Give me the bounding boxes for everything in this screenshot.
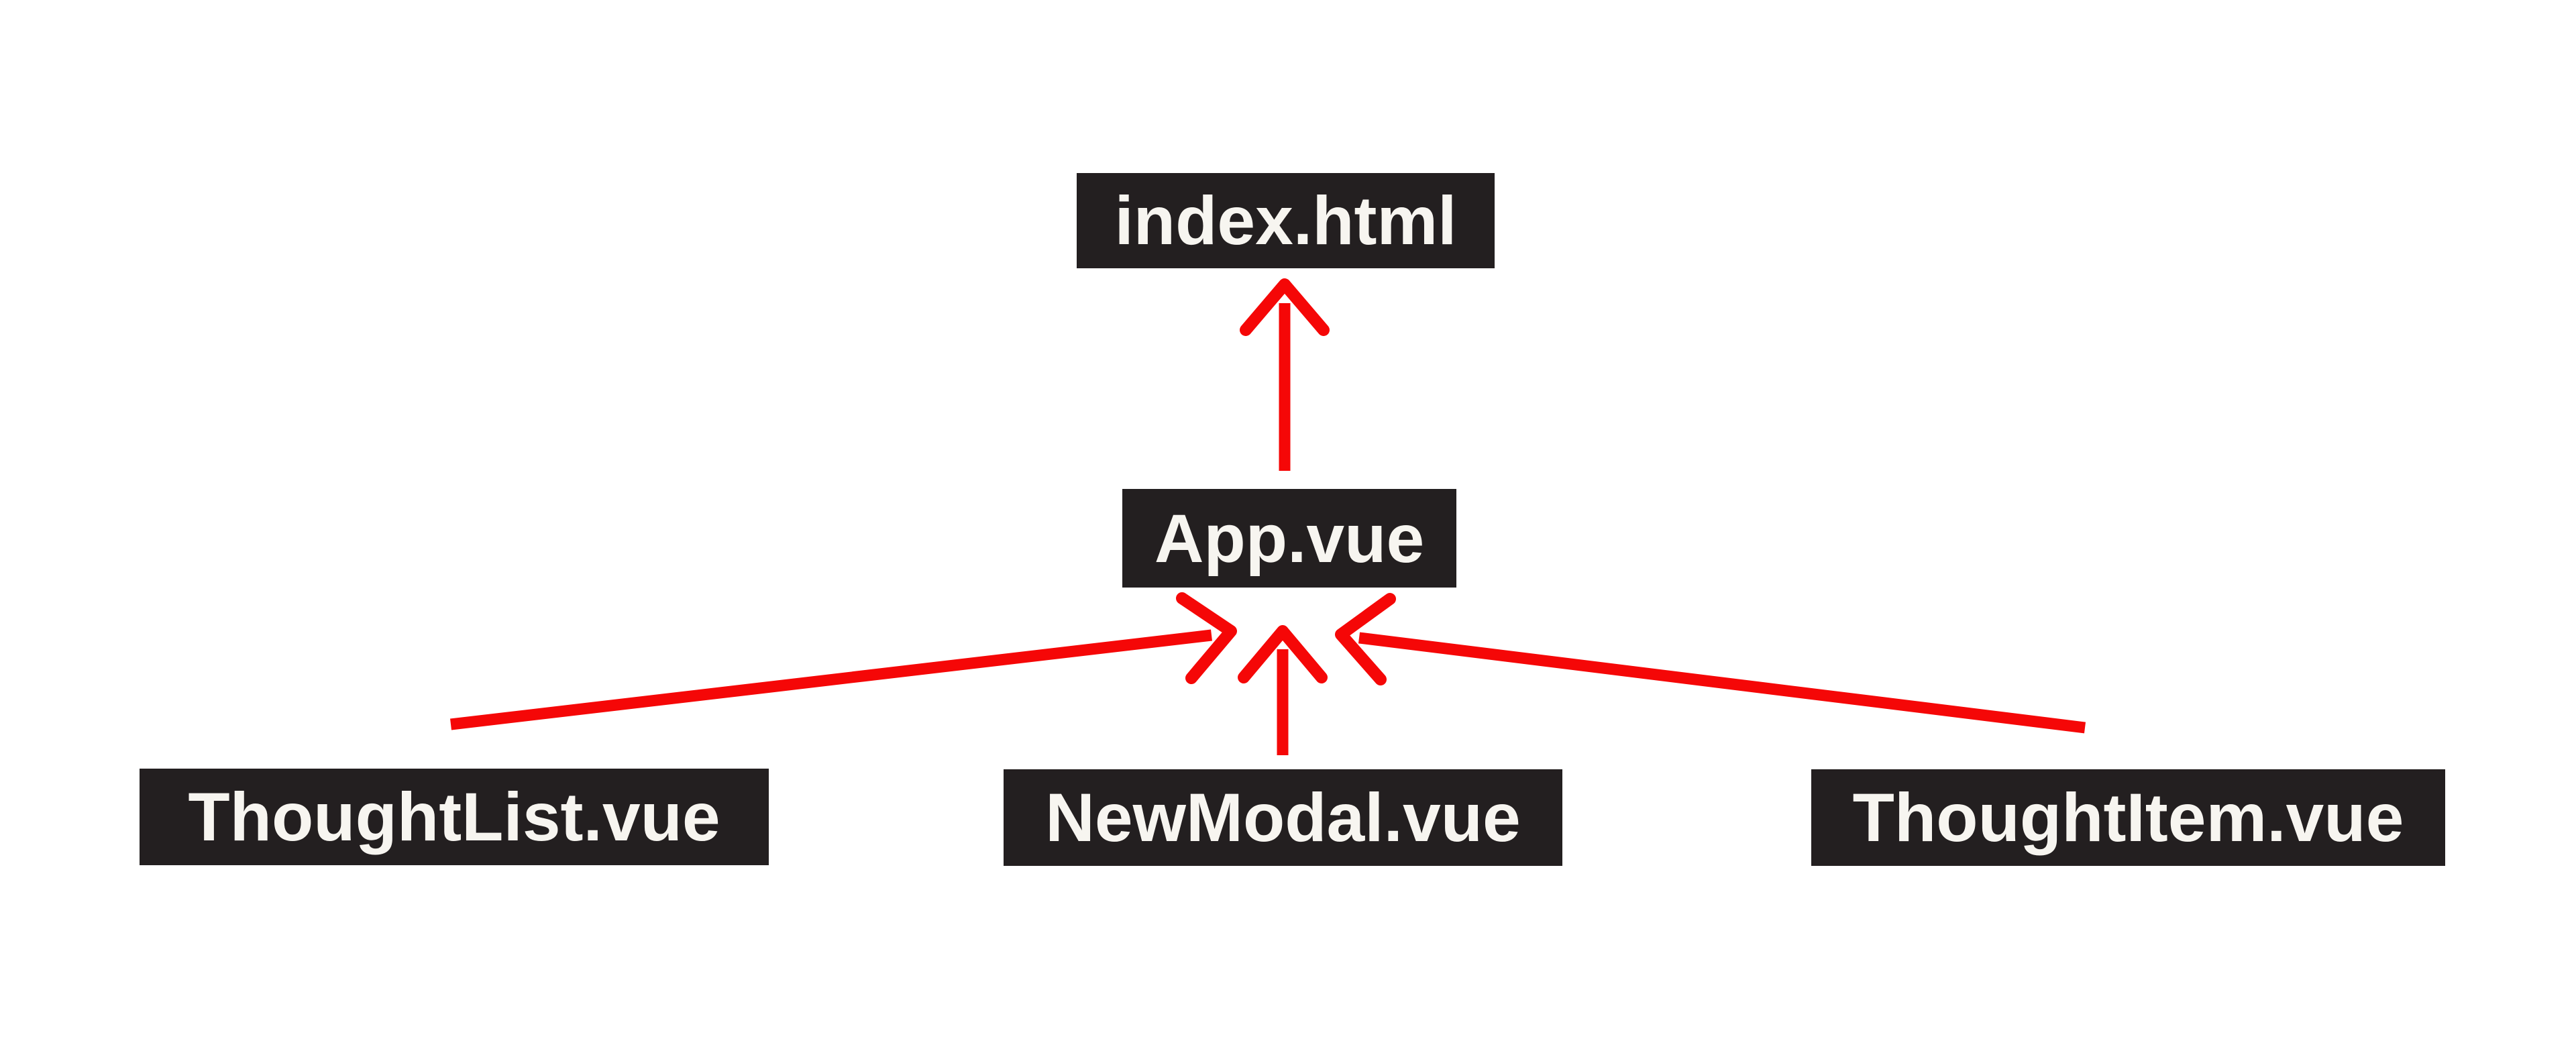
arrow-newmodal-to-app [1238,625,1328,755]
node-label: index.html [1114,182,1457,259]
node-thoughtitem-vue: ThoughtItem.vue [1811,769,2445,866]
node-index-html: index.html [1077,173,1495,268]
arrow-head [1176,592,1237,684]
arrow-thoughtlist-to-app [450,592,1237,730]
node-app-vue: App.vue [1122,489,1456,588]
node-label: NewModal.vue [1045,779,1521,856]
node-label: App.vue [1154,500,1425,577]
node-label: ThoughtItem.vue [1852,779,2404,856]
arrow-shaft [1358,632,2086,734]
node-thoughtlist-vue: ThoughtList.vue [140,769,769,865]
arrow-head [1335,593,1396,685]
arrow-head [1238,625,1328,683]
node-newmodal-vue: NewModal.vue [1004,769,1562,866]
node-label: ThoughtList.vue [188,779,720,855]
arrow-thoughtitem-to-app [1335,593,2086,734]
arrow-shaft [450,629,1212,730]
arrow-head [1240,278,1330,336]
arrow-app-to-index [1240,278,1330,471]
